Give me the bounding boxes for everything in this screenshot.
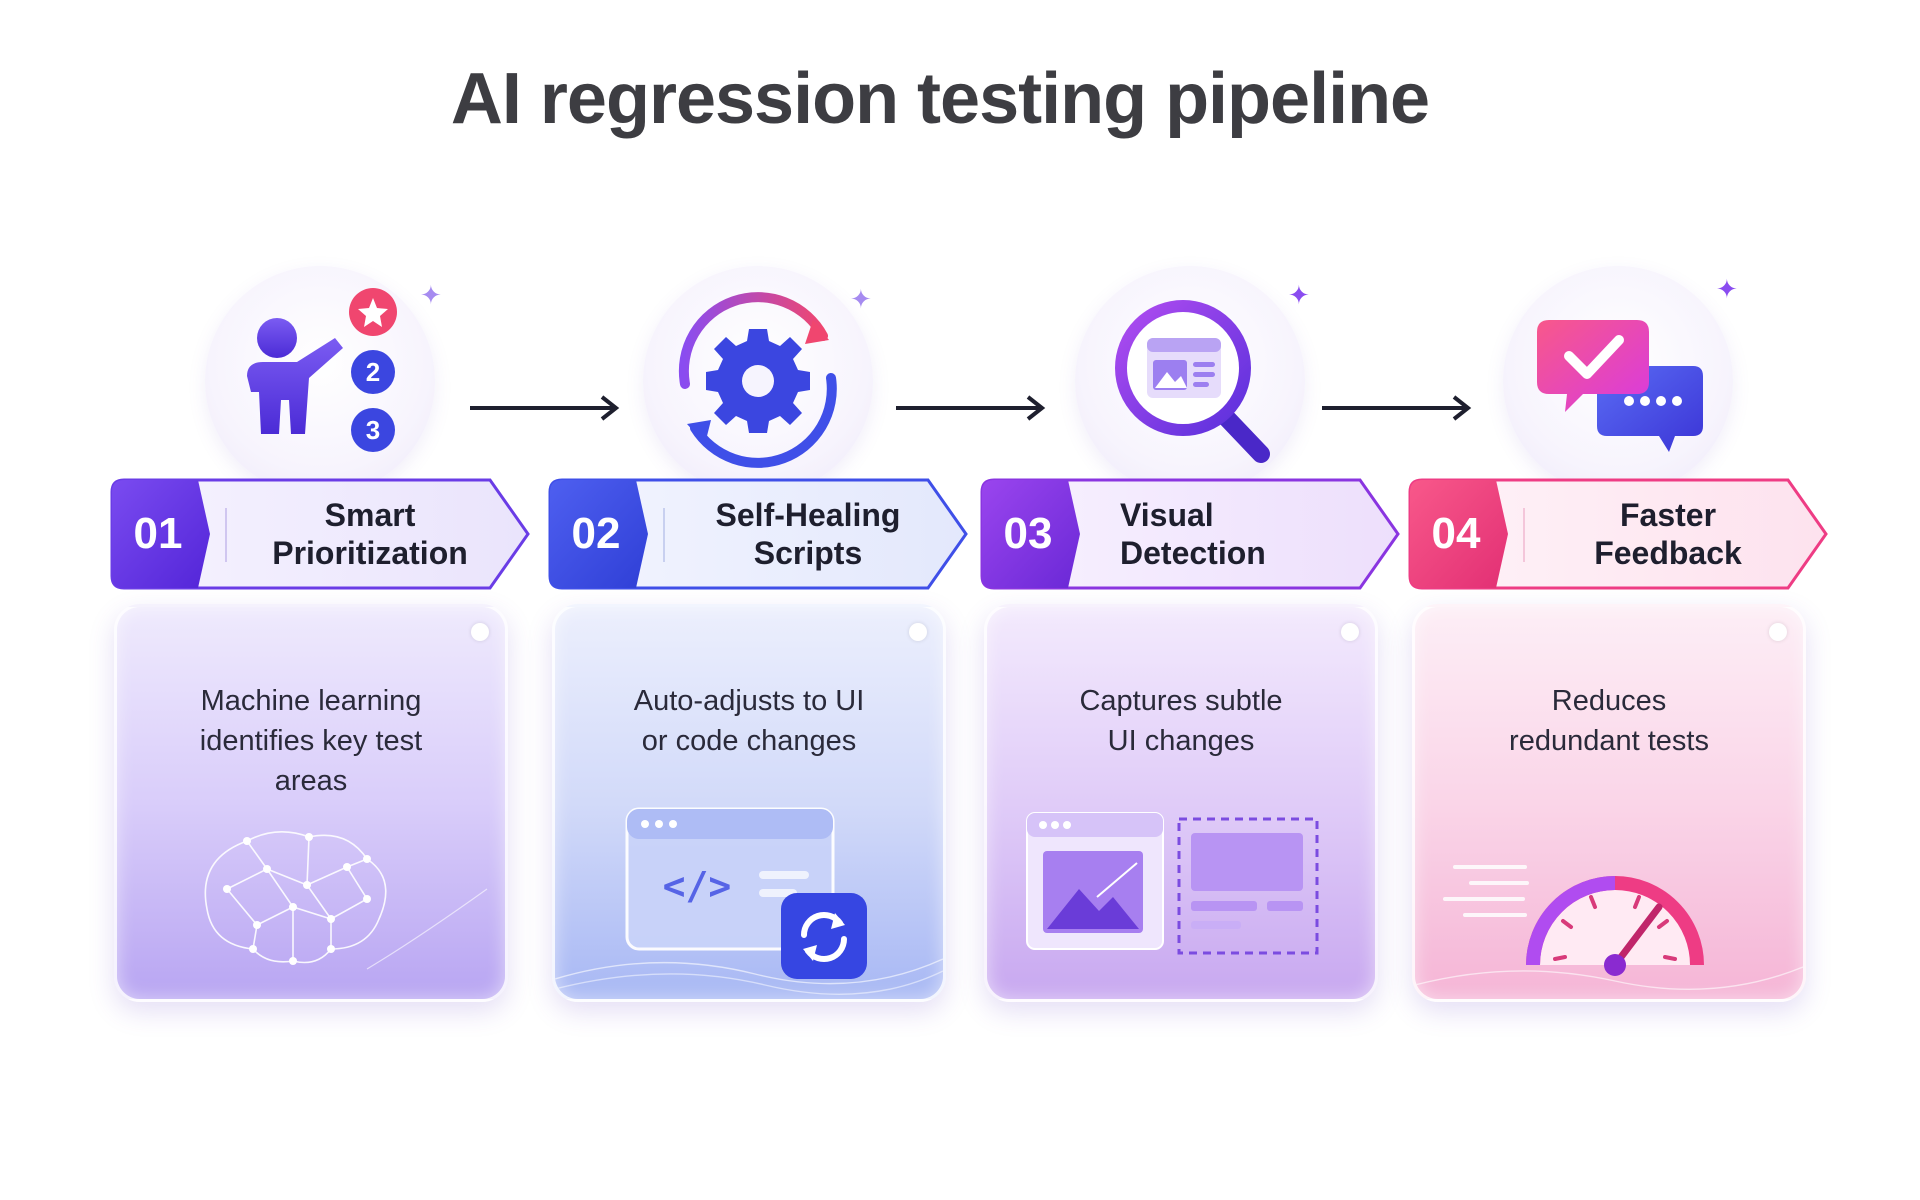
step-banner: 02 Self-Healing Scripts: [548, 478, 968, 590]
sparkle-icon: ✦: [850, 284, 872, 314]
step-banner: 01 Smart Prioritization: [110, 478, 530, 590]
step-description: Captures subtle UI changes: [1079, 685, 1283, 757]
step-banner: 04 Faster Feedback: [1408, 478, 1828, 590]
step-number: 02: [571, 509, 621, 558]
card-status-dot: [909, 623, 927, 641]
step-description-card: Auto-adjusts to UI or code changes </>: [552, 604, 946, 1002]
sparkle-icon: ✦: [420, 280, 442, 310]
brain-network-icon: [204, 831, 488, 970]
pipeline-step-smart-prioritization: 2 3 ✦ 01 Smart Prioritization: [110, 260, 530, 1020]
step-title: Self-Healing Scripts: [715, 497, 901, 571]
magnifier-screen-icon: [1075, 266, 1305, 496]
step-title: Visual Detection: [1120, 497, 1266, 571]
step-description: Auto-adjusts to UI or code changes: [633, 685, 865, 757]
step-number: 03: [1003, 509, 1053, 558]
pipeline-step-visual-detection: ✦ 03 Visual Detection Captures subtle UI…: [980, 260, 1400, 1020]
step-title: Faster Feedback: [1594, 497, 1742, 571]
pipeline-step-self-healing-scripts: ✦ 02 Self-Healing Scripts Auto-adjusts t…: [548, 260, 968, 1020]
code-window-sync-icon: </>: [555, 807, 943, 995]
flow-arrow-icon: [470, 395, 620, 421]
flow-arrow-icon: [1322, 395, 1472, 421]
person-presenting-ranked-list-icon: 2 3: [205, 266, 435, 496]
rank-badge-2: 2: [366, 357, 380, 387]
step-description: Machine learning identifies key test are…: [199, 685, 423, 797]
svg-text:</>: </>: [663, 864, 732, 908]
chat-check-bubbles-icon: [1503, 266, 1733, 496]
step-description: Reduces redundant tests: [1509, 685, 1709, 757]
card-status-dot: [1769, 623, 1787, 641]
pipeline-step-faster-feedback: ✦ 04 Faster Feedback Reduces redundant: [1408, 260, 1828, 1020]
step-banner: 03 Visual Detection: [980, 478, 1400, 590]
card-status-dot: [1341, 623, 1359, 641]
step-number: 04: [1431, 509, 1481, 558]
rank-badge-3: 3: [366, 415, 380, 445]
ui-diff-compare-icon: [1026, 812, 1319, 955]
step-title: Smart Prioritization: [272, 497, 468, 571]
page-title: AI regression testing pipeline: [450, 59, 1430, 139]
step-number: 01: [133, 509, 183, 558]
gear-refresh-icon: [643, 266, 873, 496]
sparkle-icon: ✦: [1288, 280, 1310, 310]
step-description-card: Captures subtle UI changes: [984, 604, 1378, 1002]
flow-arrow-icon: [896, 395, 1046, 421]
card-status-dot: [471, 623, 489, 641]
speedometer-icon: [1415, 865, 1803, 991]
sparkle-icon: ✦: [1716, 274, 1738, 304]
step-description-card: Machine learning identifies key test are…: [114, 604, 508, 1002]
step-description-card: Reduces redundant tests: [1412, 604, 1806, 1002]
